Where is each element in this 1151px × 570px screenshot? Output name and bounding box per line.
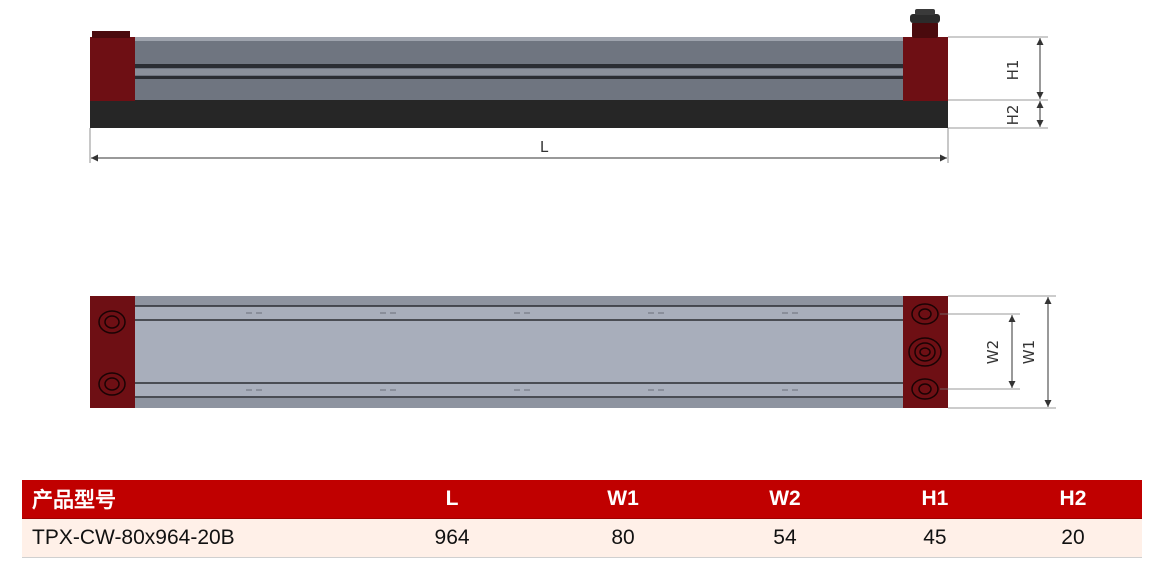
side-end-cap-right — [903, 37, 948, 101]
bolt-icon — [911, 303, 939, 325]
side-base-plate — [90, 100, 948, 128]
side-profile-groove — [134, 76, 904, 79]
side-profile-top-edge — [134, 37, 904, 41]
header-w1: W1 — [542, 480, 704, 519]
table-row: TPX-CW-80x964-20B 964 80 54 45 20 — [22, 518, 1142, 558]
top-end-cap-left — [90, 296, 135, 408]
air-fitting — [910, 9, 940, 38]
dimension-label-w2: W2 — [984, 340, 1002, 364]
side-profile-groove — [134, 64, 904, 68]
spec-table: 产品型号 L W1 W2 H1 H2 TPX-CW-80x964-20B 964… — [22, 480, 1142, 558]
cell-l: 964 — [362, 518, 543, 558]
cell-h2: 20 — [1003, 518, 1142, 558]
rail-marks — [246, 312, 798, 391]
side-view: H1 H2 L — [89, 9, 1048, 163]
spec-table-header-row: 产品型号 L W1 W2 H1 H2 — [22, 480, 1142, 519]
header-l: L — [362, 480, 543, 519]
cell-h1: 45 — [865, 518, 1004, 558]
side-profile-highlight — [134, 69, 904, 75]
bolt-icon — [98, 310, 126, 334]
top-view: W2 W1 — [90, 295, 1056, 409]
dimension-label-h1: H1 — [1004, 60, 1022, 81]
cell-w2: 54 — [704, 518, 866, 558]
side-end-cap-left — [90, 37, 135, 101]
header-h2: H2 — [1003, 480, 1142, 519]
dimension-label-l: L — [540, 138, 549, 156]
side-end-cap-left-fitting — [92, 31, 130, 38]
dimension-label-w1: W1 — [1020, 340, 1038, 364]
header-h1: H1 — [865, 480, 1004, 519]
cell-w1: 80 — [542, 518, 704, 558]
air-port-icon — [908, 337, 942, 367]
cell-model: TPX-CW-80x964-20B — [22, 518, 362, 558]
dimension-label-h2: H2 — [1004, 105, 1022, 126]
bolt-icon — [98, 372, 126, 396]
product-drawing: H1 H2 L — [89, 9, 1056, 409]
header-model: 产品型号 — [22, 480, 362, 519]
header-w2: W2 — [704, 480, 866, 519]
top-profile-body — [134, 296, 904, 408]
bolt-icon — [911, 378, 939, 400]
